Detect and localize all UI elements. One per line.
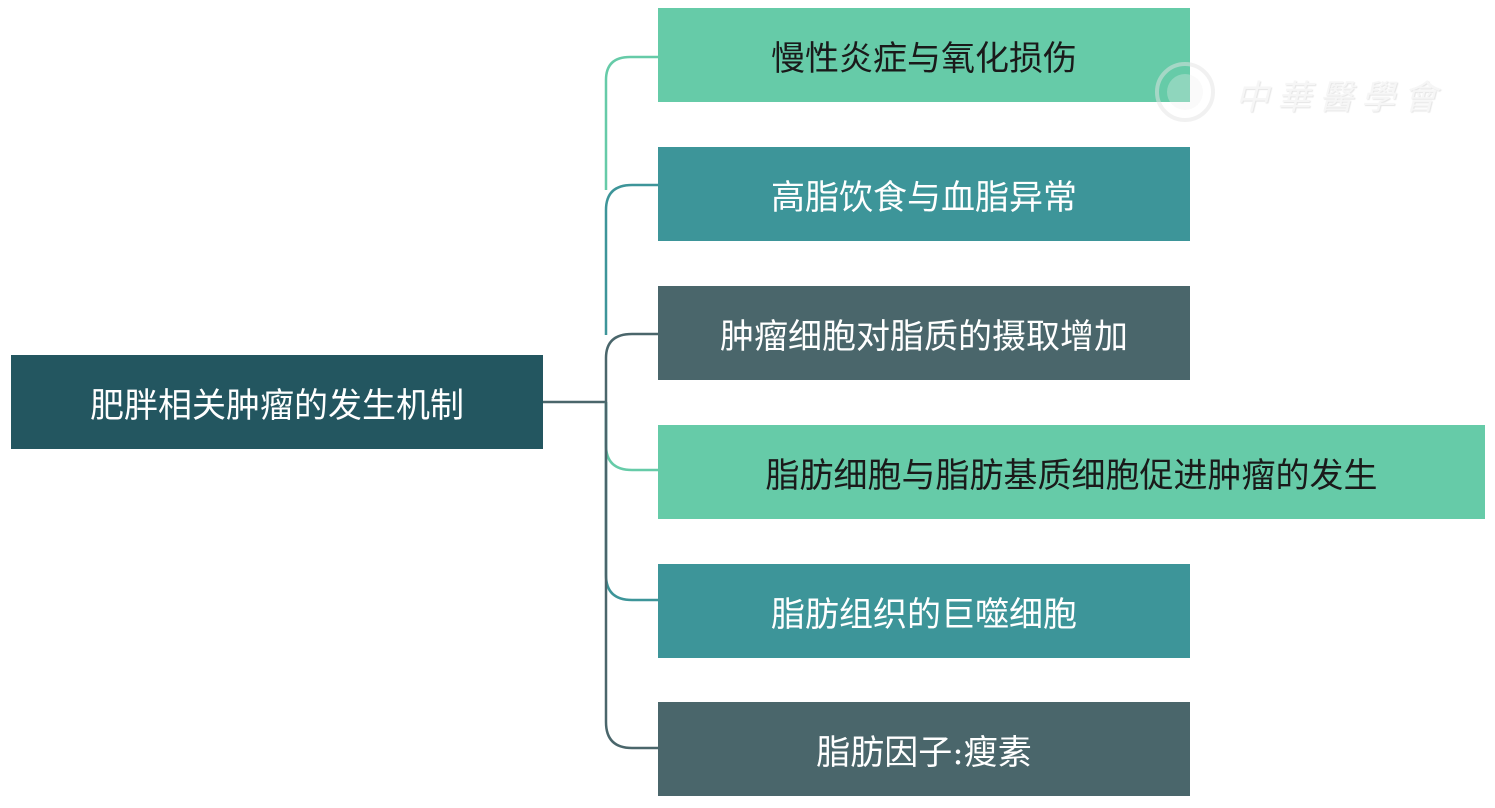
watermark: 中華醫學會 (1150, 60, 1450, 124)
connector-1 (604, 55, 658, 190)
child-label: 高脂饮食与血脂异常 (771, 177, 1077, 218)
child-label: 脂肪组织的巨噬细胞 (771, 594, 1077, 635)
connector-5 (604, 402, 658, 602)
child-node[interactable]: 高脂饮食与血脂异常 (658, 147, 1190, 241)
root-label: 肥胖相关肿瘤的发生机制 (90, 385, 464, 426)
child-node[interactable]: 脂肪组织的巨噬细胞 (658, 564, 1190, 658)
child-node[interactable]: 慢性炎症与氧化损伤 (658, 8, 1190, 102)
connector-4 (604, 402, 658, 472)
root-node[interactable]: 肥胖相关肿瘤的发生机制 (11, 355, 543, 449)
seal-icon (1155, 62, 1215, 122)
child-label: 脂肪细胞与脂肪基质细胞促进肿瘤的发生 (765, 455, 1378, 496)
watermark-text: 中華醫學會 (1235, 78, 1445, 118)
connector-3 (604, 332, 658, 402)
child-label: 肿瘤细胞对脂质的摄取增加 (720, 316, 1128, 357)
connector-6 (604, 402, 658, 750)
child-node[interactable]: 脂肪因子:瘦素 (658, 702, 1190, 796)
child-node[interactable]: 脂肪细胞与脂肪基质细胞促进肿瘤的发生 (658, 425, 1485, 519)
child-node[interactable]: 肿瘤细胞对脂质的摄取增加 (658, 286, 1190, 380)
connector-2 (604, 183, 658, 335)
child-label: 慢性炎症与氧化损伤 (771, 38, 1077, 79)
child-label: 脂肪因子:瘦素 (816, 732, 1032, 773)
